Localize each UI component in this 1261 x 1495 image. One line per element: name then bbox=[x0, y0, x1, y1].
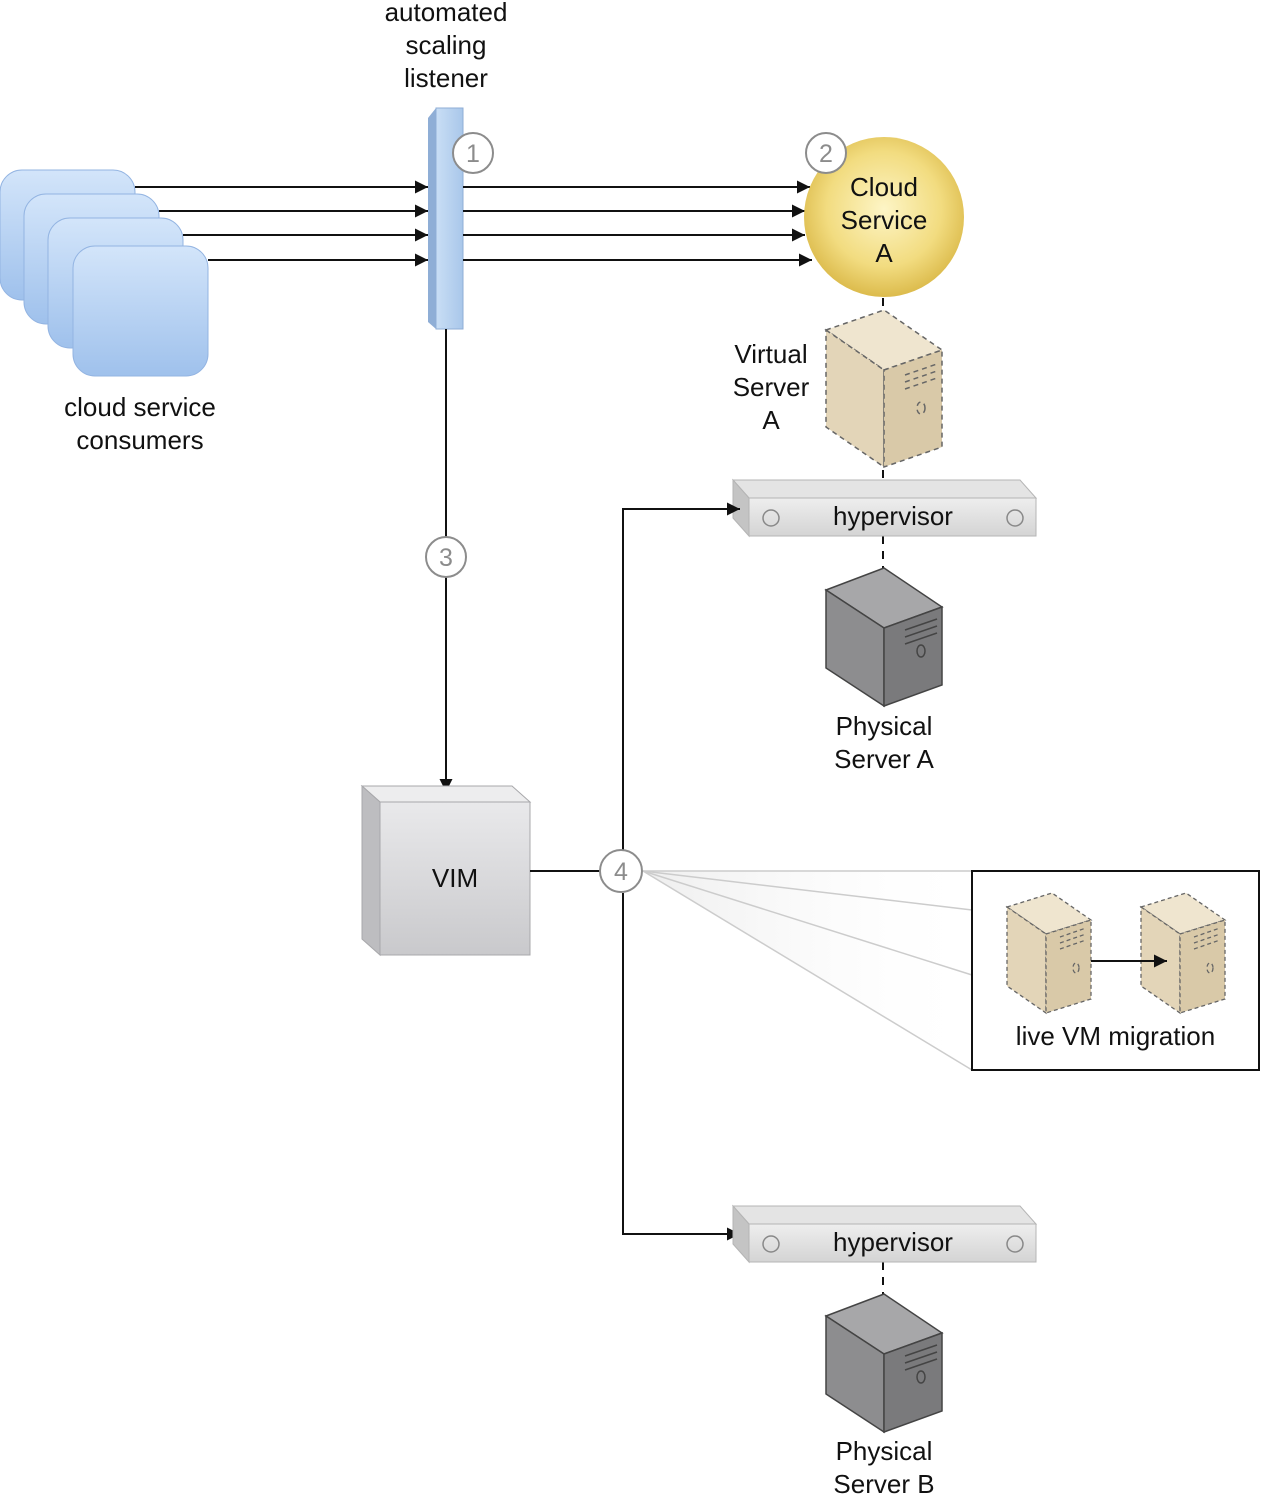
migration-label: live VM migration bbox=[1015, 1021, 1216, 1051]
physical-server-b-label: Physical Server B bbox=[833, 1436, 935, 1495]
step4-branch-arrows bbox=[622, 502, 740, 1241]
virtual-server-label: Virtual Server A bbox=[732, 339, 810, 435]
step-1-marker: 1 bbox=[452, 132, 494, 174]
cloud-service-label: Cloud Service A bbox=[840, 172, 928, 268]
virtual-server-icon bbox=[824, 309, 944, 469]
consumers-icon bbox=[0, 169, 209, 377]
forward-arrows bbox=[463, 180, 812, 267]
step-3-marker: 3 bbox=[425, 536, 467, 578]
step-1-label: 1 bbox=[466, 140, 480, 168]
step-2-marker: 2 bbox=[805, 132, 847, 174]
step-4-marker: 4 bbox=[599, 849, 643, 893]
cloud-service-icon bbox=[804, 137, 964, 297]
physical-server-a-label: Physical Server A bbox=[834, 711, 934, 774]
hypervisor-b-icon bbox=[731, 1204, 1038, 1264]
vim-icon bbox=[360, 784, 532, 957]
consumer-request-arrows bbox=[135, 180, 428, 267]
hypervisor-a-icon bbox=[731, 478, 1038, 538]
step-2-label: 2 bbox=[819, 140, 833, 168]
migration-callout-fan bbox=[642, 870, 973, 1071]
physical-server-b-icon bbox=[824, 1293, 944, 1434]
consumers-label: cloud service consumers bbox=[64, 392, 216, 455]
hypervisor-b-label: hypervisor bbox=[833, 1227, 953, 1257]
hypervisor-a-label: hypervisor bbox=[833, 501, 953, 531]
step-4-label: 4 bbox=[614, 858, 628, 886]
listener-label: automated scaling listener bbox=[384, 0, 508, 93]
migration-source-server-icon bbox=[1005, 892, 1093, 1015]
step-3-label: 3 bbox=[439, 544, 453, 572]
physical-server-a-icon bbox=[824, 567, 944, 708]
vim-label: VIM bbox=[431, 863, 479, 893]
